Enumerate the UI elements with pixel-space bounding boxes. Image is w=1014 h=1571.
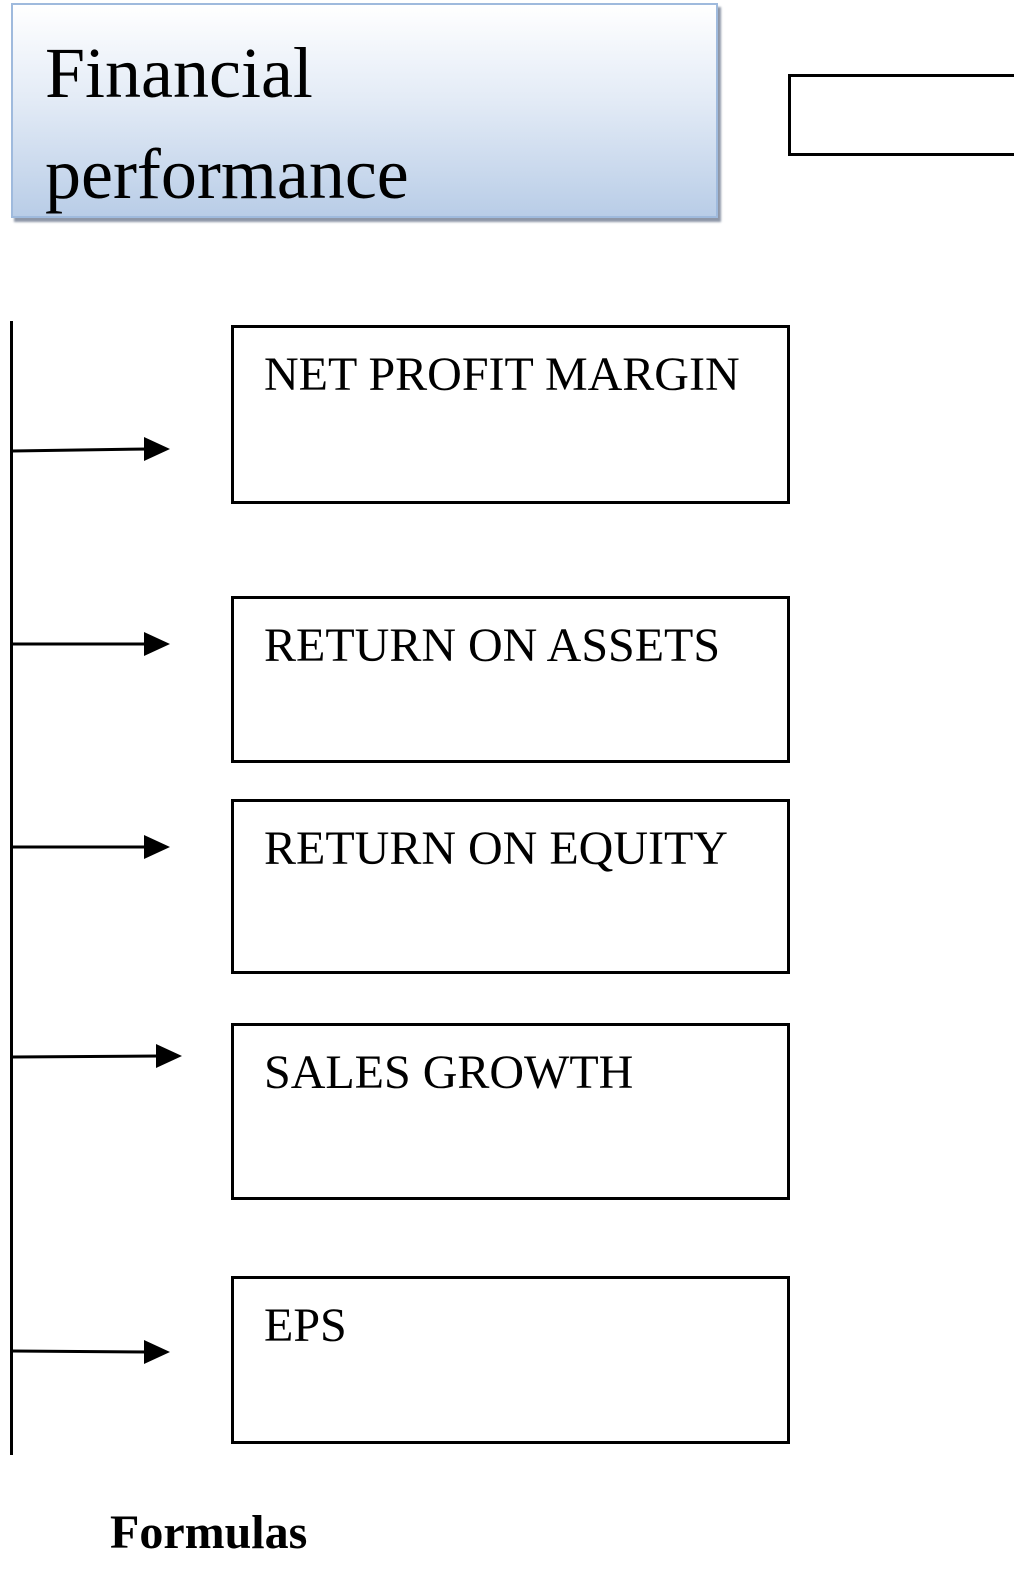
metric-box-eps: EPS [231,1276,790,1444]
right-arrow-icon [12,1044,182,1068]
metric-label: EPS [264,1299,347,1352]
right-arrow-icon [12,437,170,461]
financial-performance-title: Financial performance [45,33,409,214]
vertical-connector-line [10,321,13,1455]
partial-box [788,74,1014,156]
formulas-heading: Formulas [110,1506,308,1559]
metric-label: RETURN ON EQUITY [264,822,728,875]
metric-label: RETURN ON ASSETS [264,619,721,672]
metric-label: NET PROFIT MARGIN [264,348,740,401]
metric-label: SALES GROWTH [264,1046,634,1099]
metric-box-sales-growth: SALES GROWTH [231,1023,790,1200]
metric-box-return-on-assets: RETURN ON ASSETS [231,596,790,763]
right-arrow-icon [12,835,170,859]
metric-box-net-profit-margin: NET PROFIT MARGIN [231,325,790,504]
metric-box-return-on-equity: RETURN ON EQUITY [231,799,790,974]
financial-performance-box: Financial performance [11,3,718,218]
right-arrow-icon [12,1340,170,1364]
right-arrow-icon [12,632,170,656]
